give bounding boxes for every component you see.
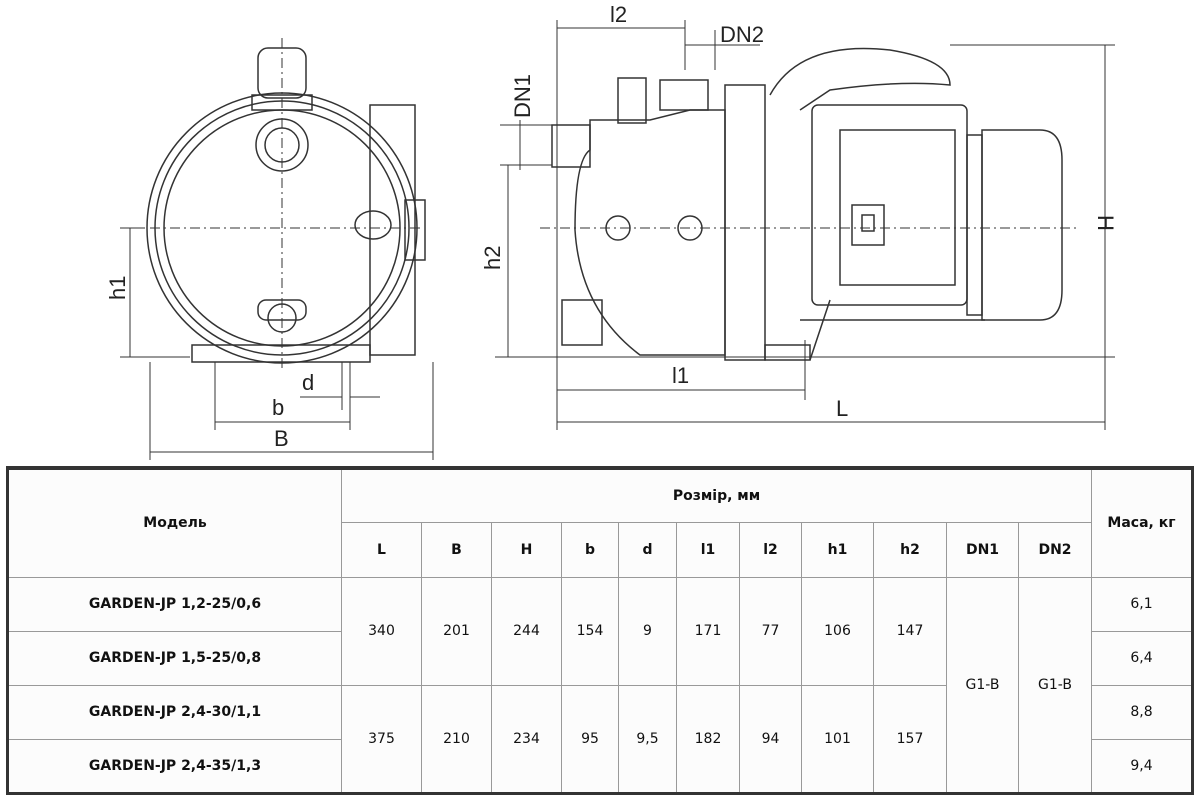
column-header-B: B [421, 521, 492, 578]
cell-h1: 106 [801, 576, 874, 686]
column-header-h2: h2 [873, 521, 947, 578]
cell-L: 340 [341, 576, 422, 686]
model-header: Модель [7, 467, 342, 578]
front-view: h1 d b B [105, 38, 434, 460]
cell-mass: 6,4 [1091, 630, 1193, 686]
label-l1: l1 [672, 363, 689, 388]
cell-H: 234 [491, 684, 562, 794]
column-header-d: d [618, 521, 677, 578]
label-d: d [302, 370, 314, 395]
cell-B: 201 [421, 576, 492, 686]
column-header-b: b [561, 521, 619, 578]
model-name: GARDEN-JP 2,4-35/1,3 [7, 738, 342, 794]
cell-l1: 182 [676, 684, 740, 794]
label-DN1: DN1 [510, 74, 535, 118]
label-b: b [272, 395, 284, 420]
cell-mass: 9,4 [1091, 738, 1193, 794]
cell-l2: 77 [739, 576, 802, 686]
size-header: Розмір, мм [341, 467, 1092, 523]
cell-DN2: G1-B [1018, 576, 1092, 794]
cell-mass: 8,8 [1091, 684, 1193, 740]
label-H: H [1093, 215, 1118, 231]
table-row: GARDEN-JP 1,5-25/0,8 6,4 [7, 630, 1193, 686]
table-row: GARDEN-JP 2,4-35/1,3 9,4 [7, 738, 1193, 794]
cell-h2: 147 [873, 576, 947, 686]
cell-mass: 6,1 [1091, 576, 1193, 632]
cell-h2: 157 [873, 684, 947, 794]
cell-DN1: G1-B [946, 576, 1019, 794]
mass-header: Маса, кг [1091, 467, 1193, 578]
pump-dimension-drawing: h1 d b B l2 DN2 DN1 h2 H l1 L [105, 2, 1118, 460]
label-B: B [274, 426, 289, 451]
cell-b: 154 [561, 576, 619, 686]
model-name: GARDEN-JP 1,5-25/0,8 [7, 630, 342, 686]
column-header-l2: l2 [739, 521, 802, 578]
label-L: L [836, 396, 848, 421]
cell-d: 9,5 [618, 684, 677, 794]
label-DN2: DN2 [720, 22, 764, 47]
cell-L: 375 [341, 684, 422, 794]
label-h1: h1 [105, 276, 130, 300]
column-header-l1: l1 [676, 521, 740, 578]
cell-b: 95 [561, 684, 619, 794]
cell-l2: 94 [739, 684, 802, 794]
cell-h1: 101 [801, 684, 874, 794]
column-header-DN2: DN2 [1018, 521, 1092, 578]
cell-l1: 171 [676, 576, 740, 686]
column-header-h1: h1 [801, 521, 874, 578]
label-h2: h2 [480, 246, 505, 270]
label-l2: l2 [610, 2, 627, 27]
model-name: GARDEN-JP 1,2-25/0,6 [7, 576, 342, 632]
cell-d: 9 [618, 576, 677, 686]
cell-B: 210 [421, 684, 492, 794]
cell-H: 244 [491, 576, 562, 686]
column-header-H: H [491, 521, 562, 578]
side-view: l2 DN2 DN1 h2 H l1 L [480, 2, 1118, 430]
column-header-DN1: DN1 [946, 521, 1019, 578]
model-name: GARDEN-JP 2,4-30/1,1 [7, 684, 342, 740]
column-header-L: L [341, 521, 422, 578]
